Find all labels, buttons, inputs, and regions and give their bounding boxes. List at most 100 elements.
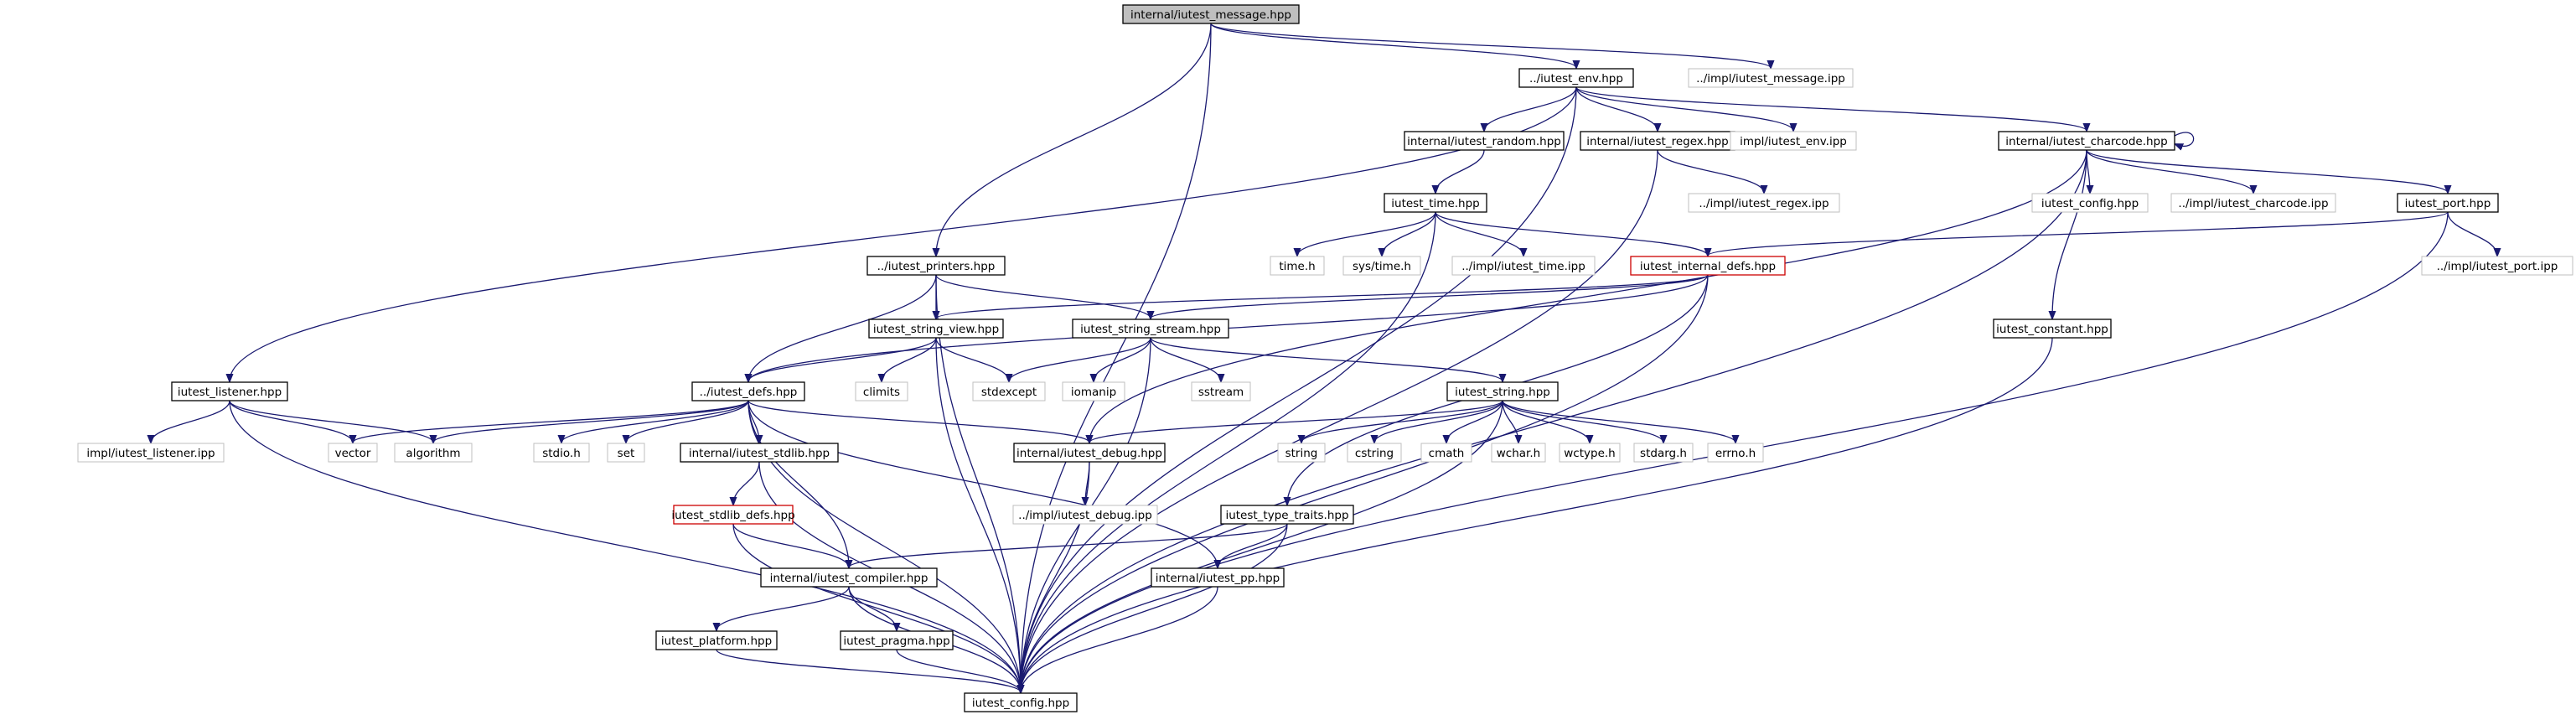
node-msg_ipp[interactable]: ../impl/iutest_message.ipp — [1688, 68, 1854, 88]
edge-env-to-env_ipp — [1575, 86, 1793, 131]
node-box — [1707, 443, 1764, 463]
node-box — [1730, 131, 1857, 151]
node-algorithm[interactable]: algorithm — [394, 443, 473, 463]
node-listener[interactable]: iutest_listener.hpp — [171, 381, 288, 401]
edge-constant-to-config — [1021, 337, 2053, 692]
node-box — [655, 630, 778, 650]
node-stdargh[interactable]: stdarg.h — [1633, 443, 1694, 463]
node-type_traits[interactable]: iutest_type_traits.hpp — [1220, 505, 1354, 525]
edge-string_stream-to-sstream — [1150, 337, 1221, 381]
node-label: climits — [863, 386, 900, 399]
edge-printers-to-defs — [748, 274, 937, 381]
node-label: ../impl/iutest_charcode.ipp — [2178, 197, 2328, 210]
edge-internal_defs-to-string_stream — [1151, 274, 1709, 319]
node-box — [2397, 193, 2499, 213]
node-set[interactable]: set — [607, 443, 645, 463]
edge-platform-to-config — [716, 649, 1021, 692]
node-timeh[interactable]: time.h — [1270, 256, 1325, 276]
node-constant[interactable]: iutest_constant.hpp — [1993, 319, 2112, 339]
node-box — [868, 319, 1004, 339]
node-string_stream[interactable]: iutest_string_stream.hpp — [1072, 319, 1229, 339]
node-cmath[interactable]: cmath — [1420, 443, 1472, 463]
node-defs[interactable]: ../iutest_defs.hpp — [691, 381, 805, 401]
node-pp[interactable]: internal/iutest_pp.hpp — [1151, 567, 1285, 588]
node-label: iutest_stdlib_defs.hpp — [671, 509, 794, 522]
node-box — [1013, 443, 1166, 463]
node-label: internal/iutest_compiler.hpp — [770, 572, 928, 585]
edge-listener-to-listener_ipp — [151, 400, 230, 443]
node-listener_ipp[interactable]: impl/iutest_listener.ipp — [77, 443, 225, 463]
node-label: iutest_listener.hpp — [178, 386, 282, 399]
edge-debug-to-config — [1021, 461, 1090, 692]
node-config[interactable]: iutest_config.hpp — [964, 692, 1078, 712]
node-printers[interactable]: ../iutest_printers.hpp — [866, 256, 1006, 276]
node-string_hpp[interactable]: iutest_string.hpp — [1446, 381, 1559, 401]
edge-env-to-config — [1021, 86, 1577, 692]
node-iomanip[interactable]: iomanip — [1062, 381, 1125, 401]
edge-root-to-msg_ipp — [1210, 23, 1771, 68]
node-port_ipp[interactable]: ../impl/iutest_port.ipp — [2421, 256, 2573, 276]
node-wctypeh[interactable]: wctype.h — [1559, 443, 1621, 463]
node-internal_defs[interactable]: iutest_internal_defs.hpp — [1630, 256, 1786, 276]
node-port[interactable]: iutest_port.hpp — [2397, 193, 2499, 213]
node-stdexcept[interactable]: stdexcept — [972, 381, 1046, 401]
node-time_hpp[interactable]: iutest_time.hpp — [1384, 193, 1487, 213]
node-debug_ipp[interactable]: ../impl/iutest_debug.ipp — [1012, 505, 1158, 525]
node-label: ../iutest_printers.hpp — [877, 260, 996, 273]
node-label: string — [1285, 447, 1318, 460]
node-env_ipp[interactable]: impl/iutest_env.ipp — [1730, 131, 1857, 151]
node-regex[interactable]: internal/iutest_regex.hpp — [1580, 131, 1735, 151]
node-regex_ipp[interactable]: ../impl/iutest_regex.ipp — [1688, 193, 1840, 213]
node-compiler[interactable]: internal/iutest_compiler.hpp — [760, 567, 938, 588]
edge-root-to-env — [1210, 23, 1576, 68]
edge-type_traits-to-config — [1021, 523, 1288, 692]
node-pragma[interactable]: iutest_pragma.hpp — [840, 630, 954, 650]
node-box — [964, 692, 1078, 712]
node-box — [1998, 131, 2175, 151]
node-vector[interactable]: vector — [328, 443, 378, 463]
node-label: errno.h — [1715, 447, 1756, 460]
node-label: ../impl/iutest_message.ipp — [1696, 72, 1845, 85]
edge-string_hpp-to-wctypeh — [1502, 400, 1590, 443]
node-errnoh[interactable]: errno.h — [1707, 443, 1764, 463]
edge-internal_defs-to-string_view — [936, 274, 1709, 319]
node-cstring[interactable]: cstring — [1347, 443, 1402, 463]
node-box — [1270, 256, 1325, 276]
edge-listener-to-config — [229, 400, 1021, 692]
edge-charcode-to-charcode_ipp — [2086, 149, 2253, 193]
node-time_ipp[interactable]: ../impl/iutest_time.ipp — [1451, 256, 1596, 276]
node-random[interactable]: internal/iutest_random.hpp — [1404, 131, 1565, 151]
edge-string_hpp-to-wcharh — [1502, 400, 1518, 443]
node-label: internal/iutest_random.hpp — [1407, 135, 1561, 148]
node-debug[interactable]: internal/iutest_debug.hpp — [1013, 443, 1166, 463]
edge-compiler-to-pragma — [848, 586, 897, 630]
node-stdlib_defs[interactable]: iutest_stdlib_defs.hpp — [671, 505, 795, 525]
node-systime[interactable]: sys/time.h — [1342, 256, 1421, 276]
node-root[interactable]: internal/iutest_message.hpp — [1122, 4, 1300, 24]
node-box — [1559, 443, 1621, 463]
node-box — [1191, 381, 1251, 401]
edge-defs-to-stdioh — [561, 400, 749, 443]
node-env[interactable]: ../iutest_env.hpp — [1518, 68, 1634, 88]
node-charcode[interactable]: internal/iutest_charcode.hpp — [1998, 131, 2175, 151]
node-label: wchar.h — [1497, 447, 1540, 460]
node-wcharh[interactable]: wchar.h — [1491, 443, 1546, 463]
node-box — [171, 381, 288, 401]
node-label: iutest_port.hpp — [2405, 197, 2491, 210]
node-string_std[interactable]: string — [1277, 443, 1326, 463]
node-string_view[interactable]: iutest_string_view.hpp — [868, 319, 1004, 339]
node-sstream[interactable]: sstream — [1191, 381, 1251, 401]
edge-charcode-to-port — [2086, 149, 2448, 193]
node-stdioh[interactable]: stdio.h — [533, 443, 590, 463]
edge-type_traits-to-pp — [1218, 523, 1288, 567]
node-platform[interactable]: iutest_platform.hpp — [655, 630, 778, 650]
node-climits[interactable]: climits — [855, 381, 908, 401]
node-box — [328, 443, 378, 463]
node-box — [855, 381, 908, 401]
edge-string_view-to-climits — [882, 337, 937, 381]
node-box — [1446, 381, 1559, 401]
node-box — [1347, 443, 1402, 463]
node-charcode_ipp[interactable]: ../impl/iutest_charcode.ipp — [2170, 193, 2336, 213]
node-stdlib[interactable]: internal/iutest_stdlib.hpp — [680, 443, 839, 463]
node-config_h[interactable]: iutest_config.hpp — [2031, 193, 2149, 213]
